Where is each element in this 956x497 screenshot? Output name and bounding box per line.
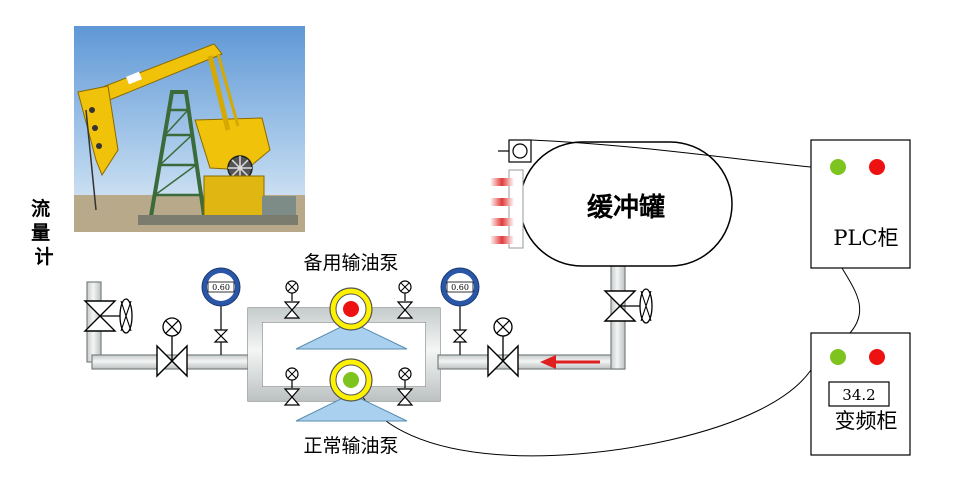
right-pressure-gauge: 0.60 (440, 267, 480, 355)
plc-green-lamp (830, 159, 846, 175)
frequency-display-value: 34.2 (842, 386, 875, 404)
frequency-display (828, 381, 890, 407)
buffer-tank-label: 缓冲罐 (587, 192, 665, 223)
normal-inlet-valve-icon (283, 367, 301, 406)
normal-pump-indicator (343, 372, 359, 388)
signal-wires (354, 139, 861, 457)
valves (83, 280, 653, 406)
pumpjack-photo (74, 26, 305, 232)
tank-outlet-valve-icon (603, 288, 653, 324)
standby-pump-indicator (343, 301, 359, 317)
flow-meter-label: 流 量 计 (31, 197, 57, 268)
standby-inlet-valve-icon (283, 280, 301, 319)
plc-cabinet: PLC柜 (810, 139, 911, 269)
right-main-valve-icon (487, 317, 519, 378)
standby-outlet-valve-icon (396, 280, 414, 319)
vfd-cabinet: 34.2 变频柜 (810, 332, 911, 456)
flow-direction-arrow (540, 355, 600, 369)
left-pressure-gauge: 0.60 (201, 267, 241, 355)
left-main-valve-icon (156, 317, 188, 378)
normal-pump-label: 正常输油泵 (303, 435, 398, 457)
flow-meter-char-2: 量 (31, 222, 50, 244)
right-gauge-reading: 0.60 (451, 283, 469, 292)
standby-pump: 备用输油泵 (295, 252, 408, 350)
svg-text:流 量 计: 流 量 计 (31, 197, 57, 268)
left-gauge-reading: 0.60 (212, 283, 230, 292)
flow-meter-char-1: 流 (31, 197, 50, 220)
vfd-cabinet-label: 变频柜 (835, 409, 898, 433)
standby-pump-label: 备用输油泵 (303, 252, 398, 274)
flow-meter-char-3: 计 (34, 246, 53, 268)
vfd-green-lamp (830, 349, 846, 365)
vfd-red-lamp (869, 349, 885, 365)
plc-red-lamp (869, 159, 885, 175)
plc-cabinet-label: PLC柜 (833, 226, 898, 250)
normal-pump: 正常输油泵 (295, 358, 408, 457)
normal-outlet-valve-icon (396, 367, 414, 406)
inlet-vertical-valve-icon (83, 298, 133, 334)
buffer-tank: 缓冲罐 (490, 139, 733, 267)
